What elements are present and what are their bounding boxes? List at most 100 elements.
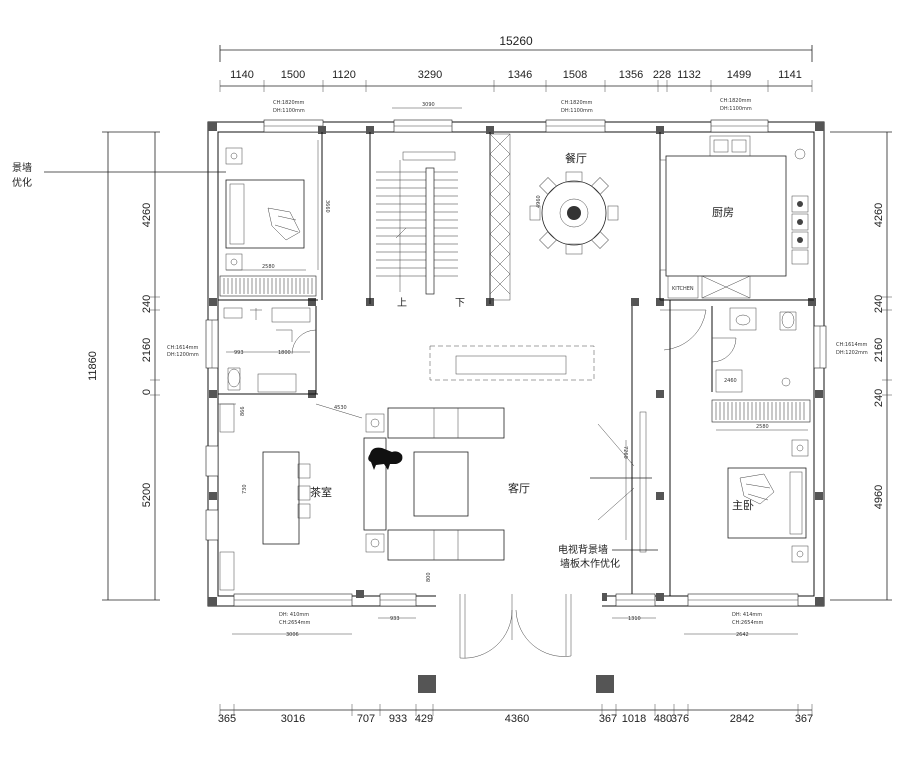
top-dim-1346: 1346	[508, 69, 532, 81]
room-label-living: 客厅	[508, 481, 530, 495]
dining-area: 餐厅 4960	[529, 151, 619, 255]
bottom-right-window-dim: 2642	[736, 632, 749, 638]
room-label-tea-room: 茶室	[310, 485, 332, 499]
top-dim-1141: 1141	[778, 69, 802, 81]
tea-room: 茶室 866 730 800 4530	[218, 403, 432, 591]
bottom-dim-707: 707	[357, 713, 375, 725]
bottom-dim-3016: 3016	[281, 713, 305, 725]
feature-wall-label-1: 景墙	[12, 161, 32, 174]
window-note-top-right-ch: CH:1820mm	[720, 98, 752, 104]
bottom-dim-4360: 4360	[505, 713, 529, 725]
top-dim-1500: 1500	[281, 69, 305, 81]
left-dimension-lines: 11860 4260 240 2160 0 5200	[87, 131, 160, 601]
room-label-kitchen: 厨房	[712, 206, 734, 219]
right-dim-240b: 240	[873, 389, 885, 407]
window-note-top-left-ch: CH:1820mm	[273, 100, 305, 106]
window-note-bottom-right-ch: CH:2654mm	[732, 620, 764, 626]
window-note-top-right-dh: DH:1100mm	[720, 106, 752, 112]
kitchen: 厨房 KITCHEN	[659, 132, 814, 301]
left-mid-window	[205, 319, 219, 369]
bottom-dim-367a: 367	[599, 713, 617, 725]
top-dim-1120: 1120	[332, 69, 356, 81]
right-dimension-lines: 4260 240 2160 240 4960	[830, 131, 892, 601]
right-bathroom: 2460 2580	[660, 306, 811, 431]
top-windows	[263, 119, 769, 133]
tv-wall-note-1: 电视背景墙	[558, 543, 608, 556]
bottom-openings: 3006 933 1310 2642	[232, 592, 799, 659]
living-room: 客厅 7260 电视背景墙 墙板木作优化	[363, 306, 658, 596]
tea-room-left-windows	[205, 445, 219, 541]
left-total-dimension: 11860	[87, 351, 99, 381]
bed-left-width-dim: 2580	[262, 264, 275, 270]
dog-silhouette-icon	[368, 447, 403, 470]
right-dim-240: 240	[873, 295, 885, 313]
top-dim-3290: 3290	[418, 69, 442, 81]
top-dim-228: 228	[653, 69, 671, 81]
bed-left-length-dim: 3660	[324, 200, 330, 213]
window-note-bottom-left-dh: DH: 410mm	[279, 612, 309, 618]
left-dim-2160: 2160	[141, 338, 153, 362]
window-note-left-mid-ch: CH:1614mm	[167, 345, 199, 351]
bottom-door-dim: 933	[390, 616, 400, 622]
right-dim-4960: 4960	[873, 485, 885, 509]
feature-wall-label-2: 优化	[12, 176, 32, 189]
tea-table-dim: 730	[242, 484, 248, 494]
bottom-dimension-lines: 365 3016 707 933 429 4360 367 1018 480 3…	[218, 704, 813, 725]
top-dim-1140: 1140	[230, 69, 254, 81]
left-bathroom: 993 1800	[218, 306, 318, 395]
window-note-top-mid-dh: DH:1100mm	[561, 108, 593, 114]
bottom-dim-2842: 2842	[730, 713, 754, 725]
corridor-dim: 4530	[334, 405, 347, 411]
left-dim-240: 240	[141, 295, 153, 313]
master-bedroom: 主卧	[669, 300, 809, 596]
window-note-left-mid-dh: DH:1200mm	[167, 352, 199, 358]
right-dim-2160: 2160	[873, 338, 885, 362]
window-note-bottom-right-dh: DH: 414mm	[732, 612, 762, 618]
left-dim-4260: 4260	[141, 203, 153, 227]
top-total-dimension: 15260	[499, 34, 533, 48]
feature-wall-note: 景墙 优化	[12, 161, 226, 189]
left-dim-5200: 5200	[141, 483, 153, 507]
left-dim-0: 0	[141, 389, 153, 395]
window-note-top-mid-ch: CH:1820mm	[561, 100, 593, 106]
bottom-left-window-dim: 3006	[286, 632, 299, 638]
window-note-bottom-left-ch: CH:2654mm	[279, 620, 311, 626]
top-dim-1356: 1356	[619, 69, 643, 81]
room-label-master-bedroom: 主卧	[732, 499, 754, 512]
window-note-top-left-dh: DH:1100mm	[273, 108, 305, 114]
bath-left-dim-b: 1800	[278, 350, 291, 356]
tea-left-dim: 866	[240, 406, 246, 416]
bottom-dim-480: 480	[654, 713, 672, 725]
bedroom-right-width-dim: 2580	[756, 424, 769, 430]
right-dim-4260: 4260	[873, 203, 885, 227]
left-bedroom: 2580 3660	[218, 132, 330, 301]
top-dim-1499: 1499	[727, 69, 751, 81]
right-mid-window	[813, 325, 827, 369]
top-dim-1508: 1508	[563, 69, 587, 81]
top-dimension-lines: 15260 1140 1500 1120 3290 1346 1508 1356…	[219, 34, 813, 92]
bottom-dim-1018: 1018	[622, 713, 646, 725]
exterior-pillars	[418, 675, 614, 693]
window-note-right-mid-ch: CH:1614mm	[836, 342, 868, 348]
bottom-dim-429: 429	[415, 713, 433, 725]
dining-depth-dim: 4960	[536, 195, 542, 208]
tea-lower-dim: 800	[426, 572, 432, 582]
stair-down-label: 下	[455, 298, 465, 309]
staircase: 3090 上 下	[369, 102, 491, 309]
top-dim-1132: 1132	[677, 69, 701, 81]
bath-left-dim-a: 993	[234, 350, 244, 356]
window-note-right-mid-dh: DH:1202mm	[836, 350, 868, 356]
bottom-dim-376: 376	[671, 713, 689, 725]
stair-up-label: 上	[397, 297, 407, 309]
bath-right-dim: 2460	[724, 378, 737, 384]
bottom-dim-365: 365	[218, 713, 236, 725]
window-notes: CH:1820mm DH:1100mm CH:1820mm DH:1100mm …	[167, 98, 868, 626]
tv-wall-note-2: 墙板木作优化	[560, 557, 620, 570]
room-label-dining: 餐厅	[565, 151, 587, 165]
structural-columns	[208, 122, 824, 606]
stair-width-dim: 3090	[422, 102, 435, 108]
lattice-screen	[489, 133, 511, 301]
bottom-dim-367b: 367	[795, 713, 813, 725]
tv-wall-dim: 7260	[622, 446, 628, 459]
